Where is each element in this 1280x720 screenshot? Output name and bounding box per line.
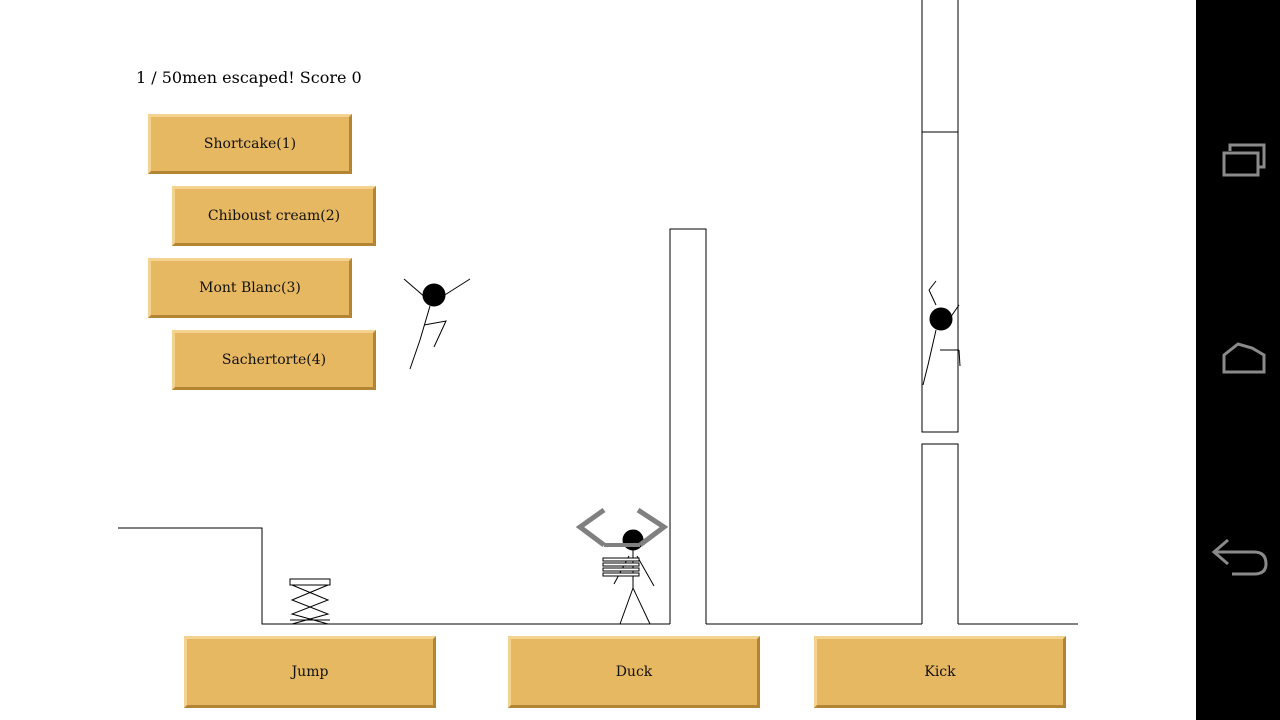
game-scene	[118, 0, 1078, 625]
cake-button-shortcake[interactable]: Shortcake(1)	[148, 114, 352, 174]
jump-button-label: Jump	[291, 664, 329, 680]
back-icon	[1211, 538, 1268, 576]
home-button[interactable]	[1196, 318, 1280, 398]
spring-icon	[289, 578, 331, 625]
right-wall-middle	[921, 131, 959, 433]
stickman-climbing	[922, 280, 961, 386]
cake-button-sachertorte[interactable]: Sachertorte(4)	[172, 330, 376, 390]
right-wall-top	[921, 0, 959, 133]
jump-button[interactable]: Jump	[184, 636, 436, 708]
stickman-jumping	[403, 278, 471, 370]
score-text: 1 / 50men escaped! Score 0	[136, 68, 362, 87]
cake-button-mont-blanc[interactable]: Mont Blanc(3)	[148, 258, 352, 318]
recent-apps-icon	[1222, 143, 1266, 177]
game-area[interactable]: 1 / 50men escaped! Score 0 Shortcake(1) …	[0, 0, 1196, 720]
kick-button-label: Kick	[924, 664, 956, 680]
cake-stack-icon	[602, 557, 640, 577]
cake-button-chiboust-cream[interactable]: Chiboust cream(2)	[172, 186, 376, 246]
cake-button-label: Sachertorte(4)	[221, 352, 327, 368]
home-icon	[1222, 342, 1266, 374]
ground-line	[118, 527, 670, 625]
system-navigation-bar	[1196, 0, 1280, 720]
recent-apps-button[interactable]	[1196, 120, 1280, 200]
middle-pillar	[669, 228, 707, 624]
cake-button-label: Shortcake(1)	[203, 136, 297, 152]
right-wall-bottom	[921, 443, 959, 624]
duck-button[interactable]: Duck	[508, 636, 760, 708]
cake-button-label: Chiboust cream(2)	[207, 208, 341, 224]
duck-indicator-icon	[575, 507, 669, 547]
duck-button-label: Duck	[615, 664, 653, 680]
cake-button-label: Mont Blanc(3)	[199, 280, 301, 296]
back-button[interactable]	[1196, 518, 1280, 598]
kick-button[interactable]: Kick	[814, 636, 1066, 708]
